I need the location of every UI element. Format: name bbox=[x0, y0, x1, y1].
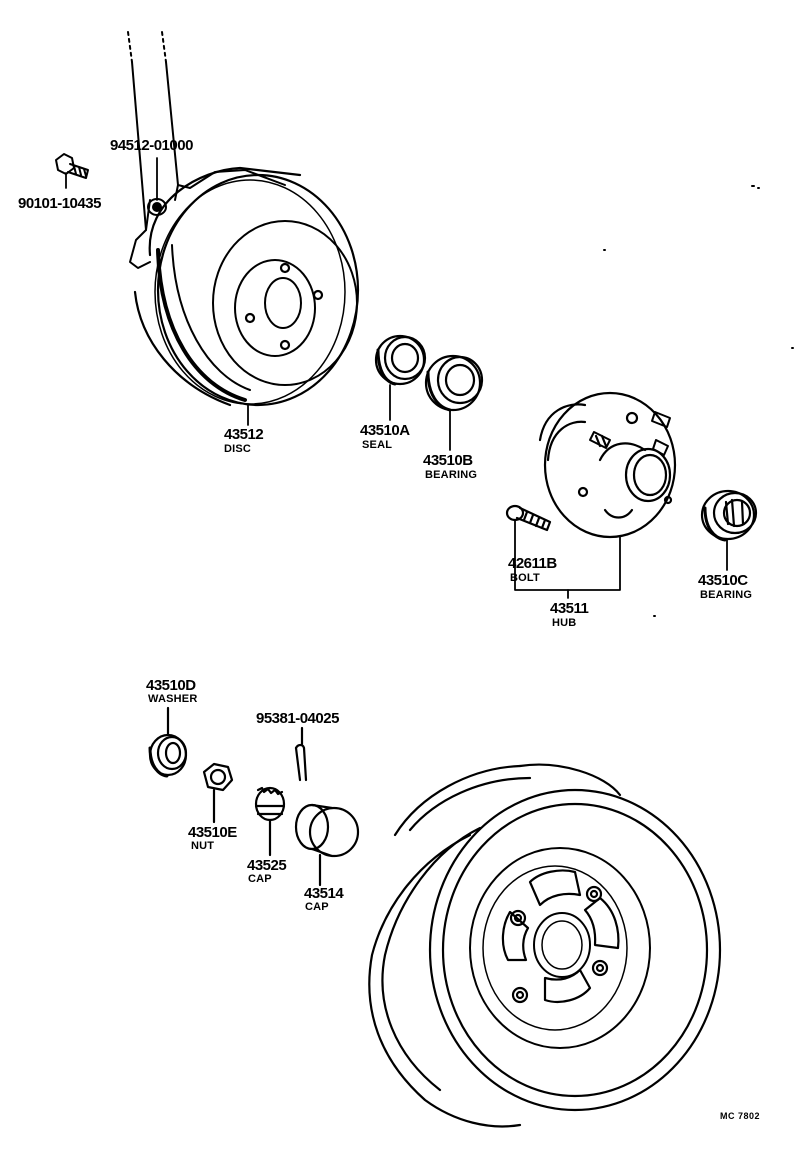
part-number-hub: 43511 bbox=[550, 600, 589, 617]
part-number-washer: 43510D bbox=[146, 677, 196, 694]
part-number-bearing-outer: 43510C bbox=[698, 572, 748, 589]
part-name-seal: SEAL bbox=[362, 439, 393, 451]
part-name-bearing-inner: BEARING bbox=[425, 469, 478, 481]
part-number-hub-bolt: 42611B bbox=[508, 555, 557, 572]
part-number-seal: 43510A bbox=[360, 422, 410, 439]
scan-specks bbox=[603, 185, 794, 617]
grease-cap-icon bbox=[294, 803, 360, 887]
part-number-cotter-pin: 95381-04025 bbox=[256, 710, 339, 727]
wheel-rim-icon bbox=[368, 763, 722, 1128]
drawing-code: MC 7802 bbox=[720, 1111, 761, 1121]
part-name-grease-cap: CAP bbox=[305, 901, 329, 913]
part-number-bearing-inner: 43510B bbox=[423, 452, 473, 469]
bearing-icon bbox=[424, 354, 484, 412]
part-name-washer: WASHER bbox=[148, 693, 198, 705]
nut-cap-icon bbox=[254, 786, 286, 857]
part-number-nut-upper: 94512-01000 bbox=[110, 137, 193, 154]
leader-lines-upper bbox=[65, 157, 728, 599]
part-name-hub-bolt: BOLT bbox=[510, 572, 540, 584]
cotter-pin-icon bbox=[294, 726, 308, 782]
part-number-bolt-upper: 90101-10435 bbox=[18, 195, 101, 212]
part-number-disc: 43512 bbox=[224, 426, 264, 443]
part-name-nut: NUT bbox=[191, 840, 215, 852]
part-name-disc: DISC bbox=[224, 443, 252, 455]
part-name-hub: HUB bbox=[552, 617, 577, 629]
part-name-bearing-outer: BEARING bbox=[700, 589, 753, 601]
hub-bolt-icon bbox=[505, 504, 552, 532]
outer-bearing-icon bbox=[700, 489, 758, 542]
steering-knuckle bbox=[127, 31, 286, 269]
washer-icon bbox=[148, 706, 188, 778]
hub-nut-icon bbox=[202, 762, 234, 824]
bolt-icon bbox=[55, 153, 89, 179]
part-number-nut: 43510E bbox=[188, 824, 237, 841]
part-number-grease-cap: 43514 bbox=[304, 885, 344, 902]
disc-rotor bbox=[133, 166, 360, 407]
part-number-nut-cap: 43525 bbox=[247, 857, 287, 874]
seal-icon bbox=[374, 334, 427, 386]
part-name-nut-cap: CAP bbox=[248, 873, 272, 885]
hub-icon bbox=[538, 391, 677, 539]
